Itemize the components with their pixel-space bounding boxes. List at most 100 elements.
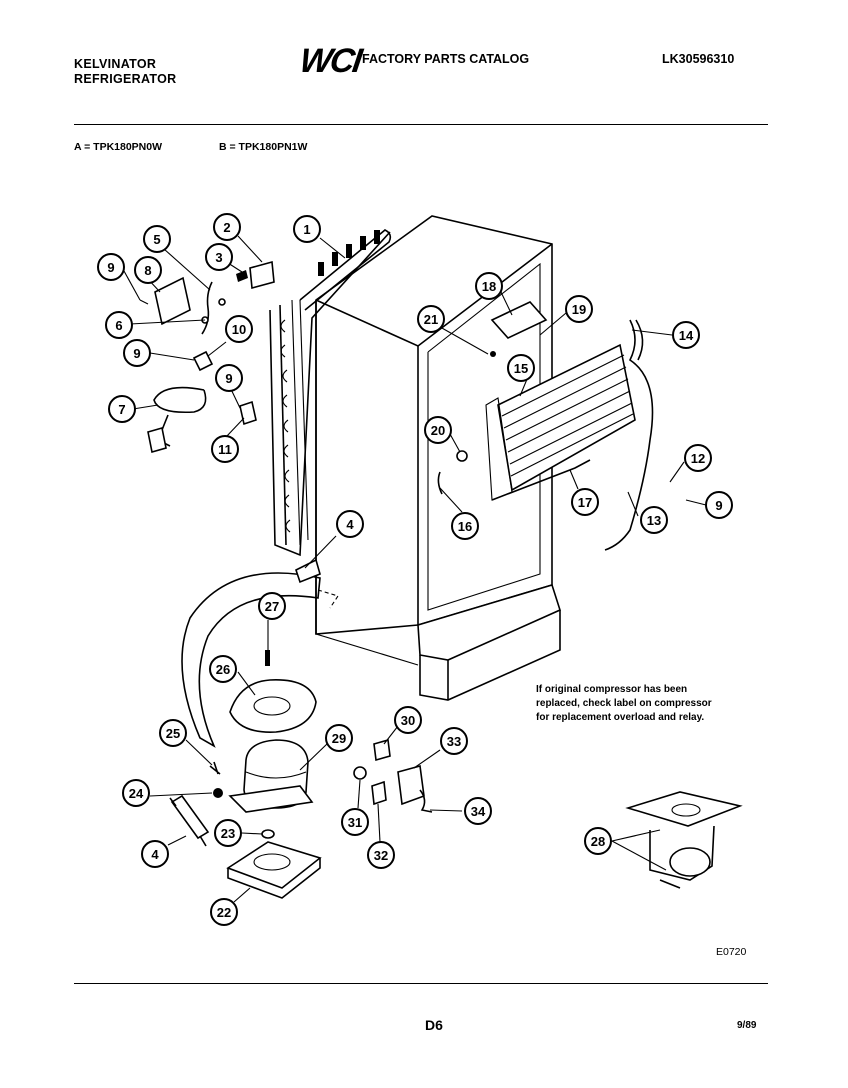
callout-circle bbox=[209, 655, 237, 683]
callout-circle bbox=[325, 724, 353, 752]
callout-circle bbox=[215, 364, 243, 392]
callout-label: 23 bbox=[221, 826, 235, 841]
callout-label: 3 bbox=[215, 250, 222, 265]
callout-circle bbox=[159, 719, 187, 747]
model-b: B = TPK180PN1W bbox=[219, 141, 308, 153]
drawing-code: E0720 bbox=[716, 946, 747, 958]
callout-c29: 29 bbox=[325, 724, 353, 752]
footer-rule bbox=[74, 983, 768, 984]
callout-label: 19 bbox=[572, 302, 586, 317]
callout-label: 27 bbox=[265, 599, 279, 614]
callout-label: 12 bbox=[691, 451, 705, 466]
callout-c6: 6 bbox=[105, 311, 133, 339]
callout-circle bbox=[123, 339, 151, 367]
tubing-drawing bbox=[181, 572, 321, 748]
callout-label: 9 bbox=[715, 498, 722, 513]
part-22-drawing bbox=[226, 841, 322, 899]
callout-label: 14 bbox=[679, 328, 694, 343]
callout-circle bbox=[205, 243, 233, 271]
compressor-note: If original compressor has been replaced… bbox=[536, 684, 712, 723]
callout-label: 24 bbox=[129, 786, 144, 801]
part-18-drawing bbox=[490, 301, 548, 339]
callout-circle bbox=[451, 512, 479, 540]
callout-label: 5 bbox=[153, 232, 160, 247]
callout-circle bbox=[258, 592, 286, 620]
callout-label: 28 bbox=[591, 834, 605, 849]
callout-c31: 31 bbox=[341, 808, 369, 836]
callout-c14: 14 bbox=[672, 321, 700, 349]
part-4-drier-drawing bbox=[169, 794, 210, 847]
compressor-drawing bbox=[228, 739, 314, 839]
callout-c10: 10 bbox=[225, 315, 253, 343]
callout-circle bbox=[336, 510, 364, 538]
callout-circle bbox=[97, 253, 125, 281]
callout-c13: 13 bbox=[640, 506, 668, 534]
catalog-date: 9/89 bbox=[737, 1020, 757, 1031]
left-small-parts-drawing bbox=[139, 260, 275, 454]
part-24-drawing bbox=[213, 788, 223, 798]
callout-c11: 11 bbox=[211, 435, 239, 463]
callout-label: 2 bbox=[223, 220, 230, 235]
callout-label: 29 bbox=[332, 731, 346, 746]
callout-c15: 15 bbox=[507, 354, 535, 382]
callout-label: 17 bbox=[578, 495, 592, 510]
callout-c16: 16 bbox=[451, 512, 479, 540]
callout-circle bbox=[105, 311, 133, 339]
callout-label: 13 bbox=[647, 513, 661, 528]
callout-label: 9 bbox=[225, 371, 232, 386]
callout-circle bbox=[367, 841, 395, 869]
part-25-drawing bbox=[209, 761, 221, 775]
callout-c22: 22 bbox=[210, 898, 238, 926]
callout-c20: 20 bbox=[424, 416, 452, 444]
callout-circle bbox=[210, 898, 238, 926]
part-28-drawing bbox=[625, 791, 743, 889]
callout-label: 1 bbox=[303, 222, 310, 237]
callout-c24: 24 bbox=[122, 779, 150, 807]
callout-c17: 17 bbox=[571, 488, 599, 516]
callout-c3: 3 bbox=[205, 243, 233, 271]
callout-label: 8 bbox=[144, 263, 151, 278]
callout-circle bbox=[225, 315, 253, 343]
catalog-title: FACTORY PARTS CATALOG bbox=[362, 52, 530, 66]
callout-circle bbox=[424, 416, 452, 444]
callout-label: 4 bbox=[346, 517, 354, 532]
callout-c23: 23 bbox=[214, 819, 242, 847]
callout-label: 32 bbox=[374, 848, 388, 863]
callout-label: 21 bbox=[424, 312, 438, 327]
callout-label: 30 bbox=[401, 713, 415, 728]
callout-label: 25 bbox=[166, 726, 180, 741]
header-rule bbox=[74, 124, 768, 125]
callout-circle bbox=[134, 256, 162, 284]
callout-c32: 32 bbox=[367, 841, 395, 869]
callout-c4b: 4 bbox=[141, 840, 169, 868]
callout-label: 18 bbox=[482, 279, 496, 294]
callout-c1: 1 bbox=[293, 215, 321, 243]
callout-c2: 2 bbox=[213, 213, 241, 241]
callout-c7: 7 bbox=[108, 395, 136, 423]
callout-c9c: 9 bbox=[215, 364, 243, 392]
callout-c33: 33 bbox=[440, 727, 468, 755]
callout-label: 15 bbox=[514, 361, 528, 376]
callout-label: 11 bbox=[218, 442, 232, 457]
callout-circle bbox=[213, 213, 241, 241]
callout-c9b: 9 bbox=[123, 339, 151, 367]
callout-circle bbox=[684, 444, 712, 472]
product-type: REFRIGERATOR bbox=[74, 72, 177, 86]
callout-label: 9 bbox=[133, 346, 140, 361]
callout-c27: 27 bbox=[258, 592, 286, 620]
callout-c19: 19 bbox=[565, 295, 593, 323]
callout-label: 9 bbox=[107, 260, 114, 275]
callout-label: 22 bbox=[217, 905, 231, 920]
callout-label: 20 bbox=[431, 423, 445, 438]
callout-circle bbox=[640, 506, 668, 534]
callout-c9d: 9 bbox=[705, 491, 733, 519]
callout-circle bbox=[341, 808, 369, 836]
condenser-coil-drawing bbox=[269, 229, 392, 557]
callout-label: 34 bbox=[471, 804, 486, 819]
callout-group: 1234456789999101112131415161718192021222… bbox=[97, 213, 733, 926]
callout-c9a: 9 bbox=[97, 253, 125, 281]
callout-circle bbox=[141, 840, 169, 868]
callout-circle bbox=[214, 819, 242, 847]
callout-circle bbox=[475, 272, 503, 300]
callout-circle bbox=[122, 779, 150, 807]
